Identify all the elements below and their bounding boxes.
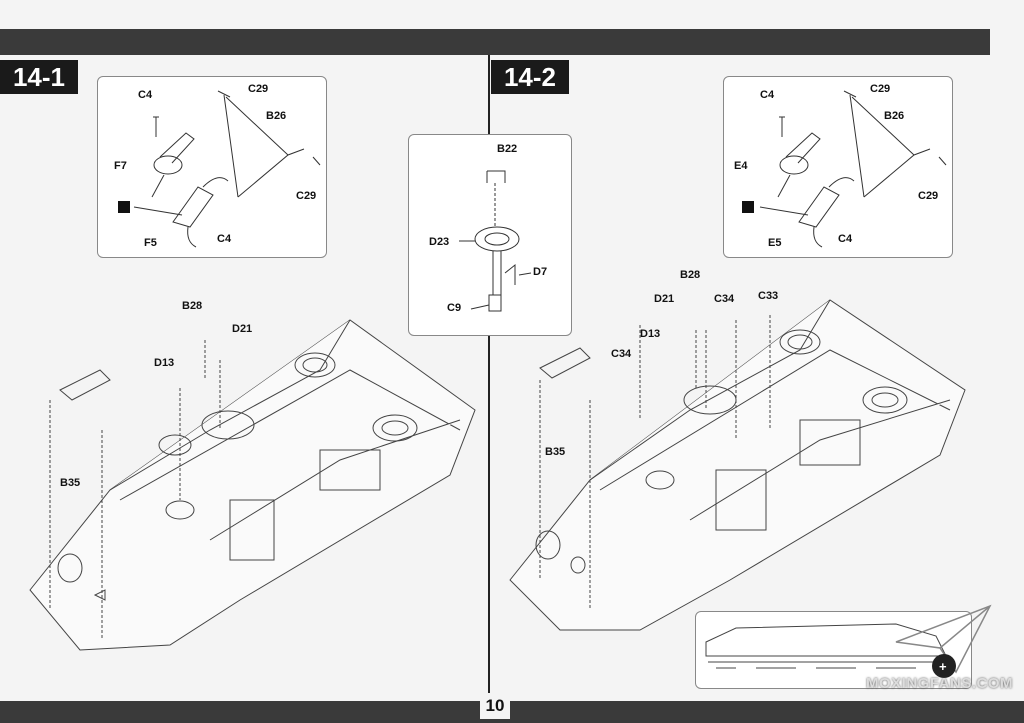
label-c33: C33 (758, 290, 779, 302)
side-view-inset (695, 611, 972, 689)
label-c29: C29 (870, 83, 891, 95)
page-number: 10 (480, 693, 510, 719)
top-bar (0, 29, 990, 55)
svg-text:+: + (939, 659, 947, 674)
watermark-text: MOXINGFANS.COM (866, 675, 1014, 692)
label-c29-right: C29 (296, 190, 317, 202)
label-d13: D13 (154, 357, 175, 369)
step-14-1-badge: 14-1 (0, 60, 78, 94)
label-b22: B22 (497, 143, 518, 155)
label-d21: D21 (232, 323, 253, 335)
step-14-2-badge: 14-2 (491, 60, 569, 94)
label-c4-bottom: C4 (217, 233, 232, 245)
label-f7: F7 (114, 160, 127, 172)
page-divider (488, 55, 490, 701)
label-c9: C9 (447, 302, 462, 314)
label-c4-bottom: C4 (838, 233, 853, 245)
label-c4: C4 (760, 89, 775, 101)
center-detail-inset: B22 D23 D7 C9 (408, 134, 572, 336)
side-view-drawing (705, 623, 947, 669)
label-d21: D21 (654, 293, 675, 305)
label-b26: B26 (884, 110, 905, 122)
label-d23: D23 (429, 236, 450, 248)
label-b35: B35 (545, 446, 566, 458)
bottom-bar (0, 701, 1024, 723)
label-b28: B28 (680, 269, 701, 281)
label-d7: D7 (533, 266, 548, 278)
left-detail-inset: C4 C29 B26 F7 C29 F5 C4 (97, 76, 327, 258)
left-hull-drawing (29, 319, 476, 651)
label-d13: D13 (640, 328, 661, 340)
glue-icon (118, 201, 130, 213)
label-c29-right: C29 (918, 190, 939, 202)
label-c4: C4 (138, 89, 153, 101)
label-c34-left: C34 (611, 348, 632, 360)
label-c34: C34 (714, 293, 735, 305)
label-b26: B26 (266, 110, 287, 122)
paper-plane-logo: + (895, 604, 992, 678)
label-b28: B28 (182, 300, 203, 312)
right-detail-inset: C4 C29 B26 E4 C29 E5 C4 (723, 76, 953, 258)
label-c29: C29 (248, 83, 269, 95)
label-b35: B35 (60, 477, 81, 489)
center-inset-drawing (459, 170, 532, 312)
left-inset-drawing (118, 90, 321, 248)
label-f5: F5 (144, 237, 157, 249)
right-inset-drawing (742, 90, 947, 248)
right-hull-drawing (509, 299, 966, 631)
glue-icon (742, 201, 754, 213)
label-e5: E5 (768, 237, 782, 249)
label-e4: E4 (734, 160, 748, 172)
